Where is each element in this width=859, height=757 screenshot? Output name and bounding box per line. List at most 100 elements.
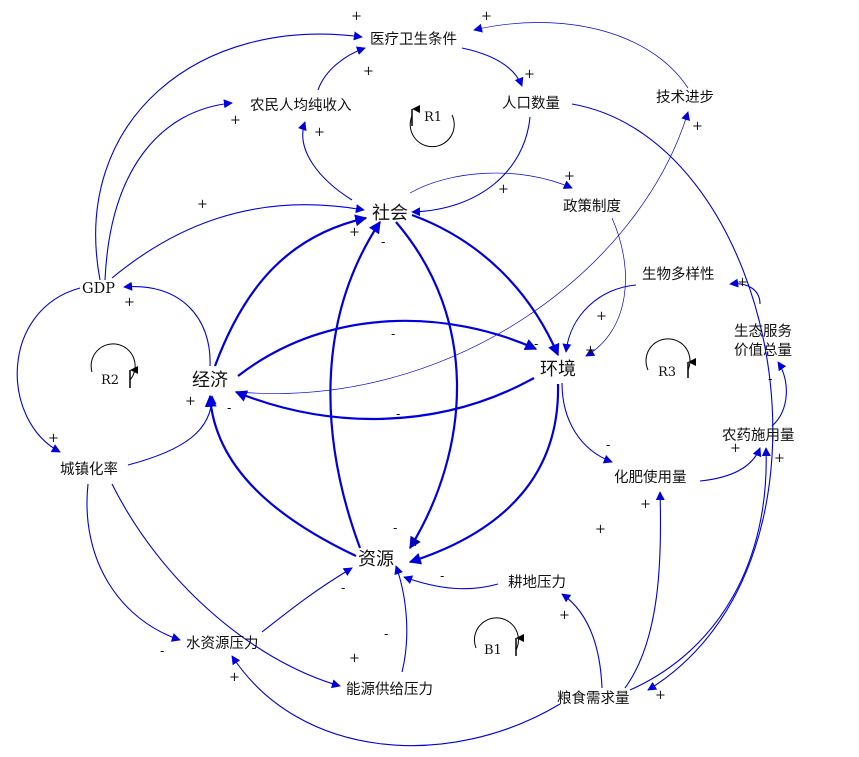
sign-minus: - [396, 407, 400, 422]
sign-plus: + [349, 651, 360, 666]
node-gdp: GDP [82, 281, 115, 297]
sign-plus: + [124, 295, 135, 310]
node-tech: 技术进步 [656, 89, 714, 106]
sign-plus: + [481, 9, 492, 24]
edge-medical-population [461, 47, 524, 87]
sign-plus: + [596, 309, 607, 324]
polarity-signs: + + + + + + + + + + + - + + + - - + - + … [48, 9, 785, 703]
sign-plus: + [774, 451, 785, 466]
edge-grain-pesticide [629, 447, 771, 691]
sign-minus: - [393, 521, 397, 536]
edge-economy-society [213, 214, 368, 367]
sign-plus: + [585, 343, 596, 358]
sign-plus: + [351, 9, 362, 24]
node-economy: 经济 [192, 370, 228, 391]
node-eco-value-line2: 价值总量 [734, 342, 792, 359]
sign-plus: + [564, 169, 575, 184]
edge-society-environment [411, 213, 560, 357]
edge-resources-economy [204, 394, 357, 557]
sign-plus: + [230, 113, 241, 128]
loop-label-r1: R1 [424, 110, 442, 125]
node-urbanization: 城镇化率 [60, 461, 118, 478]
sign-minus: - [534, 337, 538, 352]
edge-population-society [411, 116, 531, 217]
sign-plus: + [524, 67, 535, 82]
edge-economy-environment [237, 319, 538, 377]
node-grain: 粮食需求量 [557, 690, 630, 707]
sign-plus: + [730, 441, 741, 456]
edge-eco-value-biodiversity [729, 278, 761, 305]
node-society: 社会 [372, 203, 408, 224]
sign-minus: - [768, 372, 772, 387]
edge-farmer-income-medical [317, 46, 366, 91]
node-energy: 能源供给压力 [346, 681, 433, 698]
edge-farmland-resources [403, 575, 499, 590]
edge-environment-resources [408, 383, 560, 565]
edge-grain-farmland [561, 593, 603, 689]
edge-urbanization-economy [127, 395, 217, 466]
node-pesticide: 农药施用量 [722, 427, 795, 444]
loop-b1: B1 [473, 617, 524, 658]
edges-thin [16, 22, 787, 747]
sign-plus: + [197, 197, 208, 212]
edge-society-policy [409, 172, 573, 194]
loop-markers: R1 R2 R3 B1 [90, 105, 696, 658]
edge-grain-fertilizer [624, 491, 665, 689]
edge-policy-environment [585, 217, 626, 357]
sign-plus: + [229, 670, 240, 685]
sign-plus: + [692, 119, 703, 134]
node-eco-value-line1: 生态服务 [734, 323, 792, 340]
node-water: 水资源压力 [186, 635, 259, 652]
sign-minus: - [341, 581, 345, 596]
edge-environment-fertilizer [561, 382, 613, 464]
sign-minus: - [381, 235, 385, 250]
loop-r3: R3 [645, 338, 696, 380]
edge-society-farmer-income [298, 121, 353, 201]
edge-gdp-urbanization [16, 287, 81, 453]
sign-plus: + [595, 522, 606, 537]
loop-label-r2: R2 [101, 373, 119, 388]
sign-minus: - [384, 627, 388, 642]
edge-gdp-society [111, 204, 365, 279]
edge-gdp-medical [95, 31, 363, 281]
sign-plus: + [314, 125, 325, 140]
edge-energy-resources [394, 565, 408, 673]
node-farmland: 耕地压力 [508, 573, 566, 591]
sign-minus: - [606, 438, 610, 453]
sign-plus: + [498, 182, 509, 197]
loop-r2: R2 [90, 343, 138, 388]
loop-r1: R1 [409, 105, 455, 148]
loop-label-r3: R3 [658, 365, 676, 380]
edge-water-resources [261, 567, 353, 633]
edge-environment-economy [234, 377, 535, 421]
edge-economy-gdp [123, 281, 211, 367]
node-biodiversity: 生物多样性 [642, 266, 715, 283]
sign-plus: + [640, 497, 651, 512]
edge-urbanization-energy [111, 483, 341, 689]
edge-pesticide-eco-value [771, 361, 787, 427]
node-medical: 医疗卫生条件 [370, 31, 457, 48]
edge-gdp-farmer-income [104, 99, 233, 281]
node-environment: 环境 [540, 359, 576, 380]
edge-economy-tech [237, 111, 690, 394]
sign-plus: + [410, 535, 421, 550]
node-policy: 政策制度 [563, 198, 621, 215]
sign-minus: - [227, 401, 231, 416]
edge-society-resources [395, 221, 459, 550]
node-resources: 资源 [358, 549, 394, 570]
sign-minus: - [160, 644, 164, 659]
edge-fertilizer-pesticide [699, 447, 762, 482]
node-population: 人口数量 [502, 95, 560, 112]
node-labels: 医疗卫生条件 农民人均纯收入 人口数量 技术进步 社会 政策制度 GDP 生物多… [60, 31, 795, 707]
edge-urbanization-water [86, 483, 181, 642]
node-fertilizer: 化肥使用量 [614, 469, 687, 486]
sign-plus: + [349, 225, 360, 240]
edge-resources-society [329, 220, 381, 549]
edges-thick [204, 213, 560, 565]
edge-biodiversity-environment [562, 284, 637, 353]
edge-population-grain [571, 103, 774, 691]
sign-plus: + [363, 64, 374, 79]
sign-plus: + [48, 431, 59, 446]
loop-label-b1: B1 [484, 643, 502, 658]
